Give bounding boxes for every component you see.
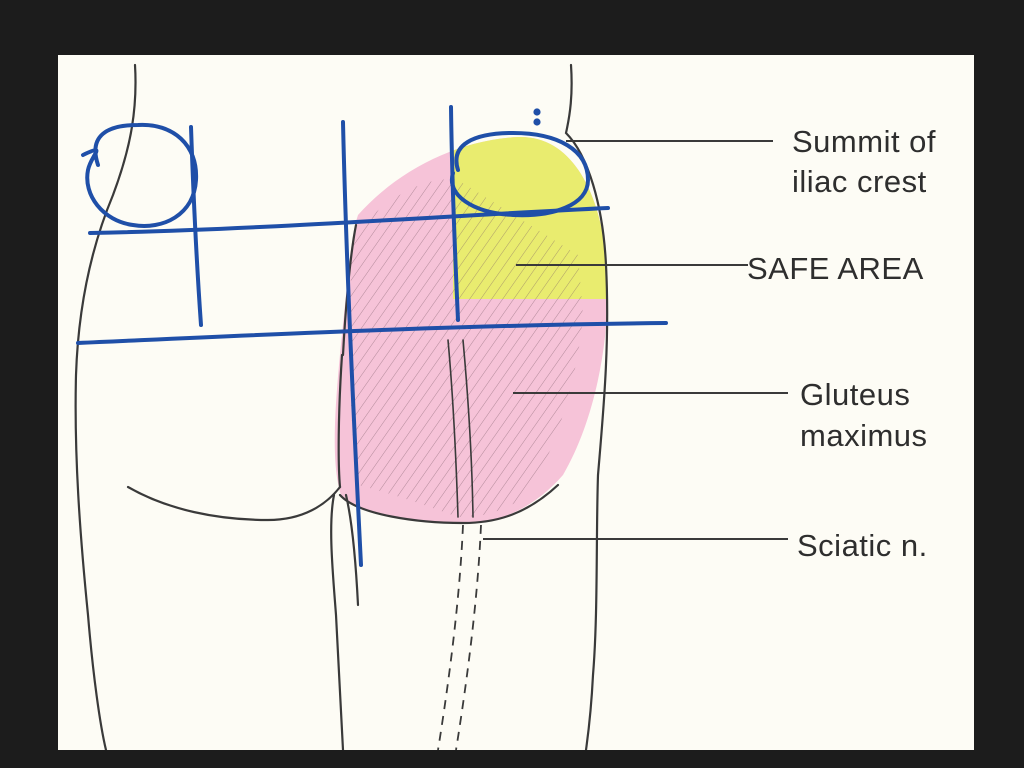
annotation-horizontal-2 — [76, 321, 668, 345]
anatomy-figure: Summit of iliac crest SAFE AREA Gluteus … — [58, 55, 974, 750]
annotation-vertical-2 — [341, 120, 363, 567]
muscle-hatching — [349, 179, 583, 517]
annotation-vertical-1 — [189, 125, 203, 327]
label-sciatic-nerve: Sciatic n. — [797, 528, 928, 563]
annotation-circle-right — [449, 131, 590, 218]
label-summit-line1: Summit of — [792, 124, 937, 159]
gluteal-injection-diagram — [74, 63, 788, 750]
leader-lines — [483, 140, 788, 540]
label-safe-area: SAFE AREA — [747, 251, 924, 286]
body-outline — [74, 63, 609, 750]
sciatic-nerve — [437, 524, 482, 750]
label-summit-line2: iliac crest — [792, 164, 927, 199]
annotation-circle-left — [81, 122, 199, 228]
label-gluteus-line2: maximus — [800, 418, 928, 453]
annotation-horizontal-1 — [88, 206, 610, 235]
hand-annotations — [76, 105, 668, 567]
label-gluteus-line1: Gluteus — [800, 377, 911, 412]
